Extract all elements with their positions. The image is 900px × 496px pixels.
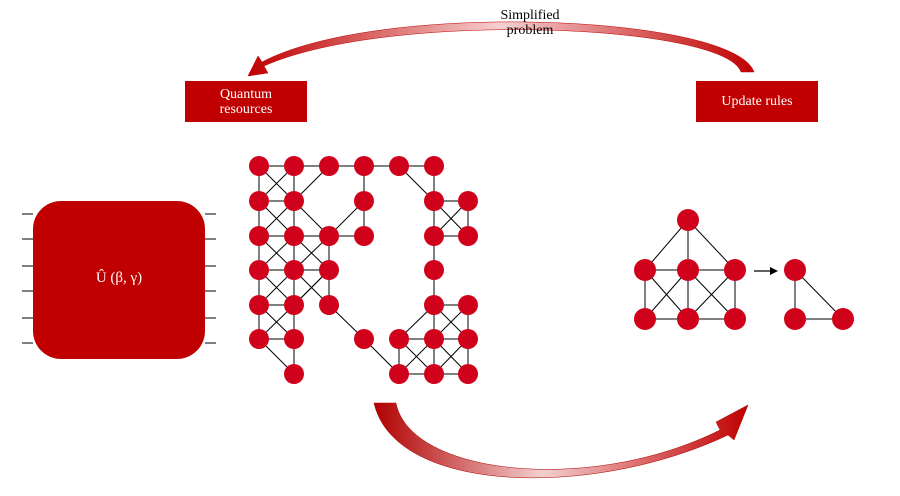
graph-node <box>249 191 269 211</box>
graph-node <box>319 226 339 246</box>
simplified-problem-label: Simplified problem <box>500 8 560 38</box>
graph-node <box>284 260 304 280</box>
graph-node <box>424 260 444 280</box>
update-rules-label: Update rules <box>721 94 793 109</box>
unitary-block <box>22 201 216 359</box>
graph-node <box>724 259 746 281</box>
graph-node <box>424 295 444 315</box>
graph-node <box>354 156 374 176</box>
graph-node <box>458 191 478 211</box>
graph-node <box>284 226 304 246</box>
graph-node <box>424 364 444 384</box>
graph-edge <box>794 269 844 320</box>
graph-node <box>389 156 409 176</box>
graph-node <box>319 260 339 280</box>
graph-node <box>284 156 304 176</box>
graph-node <box>389 329 409 349</box>
graph-node <box>354 226 374 246</box>
graph-node <box>249 295 269 315</box>
bottom-curved-arrow <box>373 402 749 479</box>
unitary-label: Û (β, γ) <box>95 270 143 286</box>
graph-node <box>424 156 444 176</box>
graph-node <box>458 226 478 246</box>
graph-node <box>724 308 746 330</box>
graph-node <box>832 308 854 330</box>
top-curved-arrow <box>247 21 755 77</box>
graph-node <box>284 364 304 384</box>
graph-node <box>284 329 304 349</box>
graph-node <box>458 364 478 384</box>
graph-edge <box>687 219 736 271</box>
graph-node <box>424 226 444 246</box>
graph-node <box>319 156 339 176</box>
graph-node <box>249 260 269 280</box>
graph-node <box>354 329 374 349</box>
graph-node <box>284 295 304 315</box>
quantum-resources-label: Quantum resources <box>219 86 273 117</box>
graph-node <box>634 259 656 281</box>
quantum-resources-box: Quantum resources <box>185 81 307 122</box>
unitary-box <box>33 201 205 359</box>
graph-node <box>458 329 478 349</box>
graph-node <box>354 191 374 211</box>
graph-node <box>784 259 806 281</box>
update-rules-box: Update rules <box>696 81 818 122</box>
graph-node <box>249 226 269 246</box>
graph-node <box>677 259 699 281</box>
graph-node <box>784 308 806 330</box>
graph-node <box>677 308 699 330</box>
graph-node <box>319 295 339 315</box>
graph-node <box>424 191 444 211</box>
right-arrow-icon <box>754 267 778 275</box>
graph-node <box>458 295 478 315</box>
graph-node <box>249 156 269 176</box>
graph-node <box>424 329 444 349</box>
graph-node <box>284 191 304 211</box>
graph-node <box>389 364 409 384</box>
graph-node <box>634 308 656 330</box>
graph-edge <box>687 269 736 320</box>
graph-node <box>249 329 269 349</box>
graph-node <box>677 209 699 231</box>
